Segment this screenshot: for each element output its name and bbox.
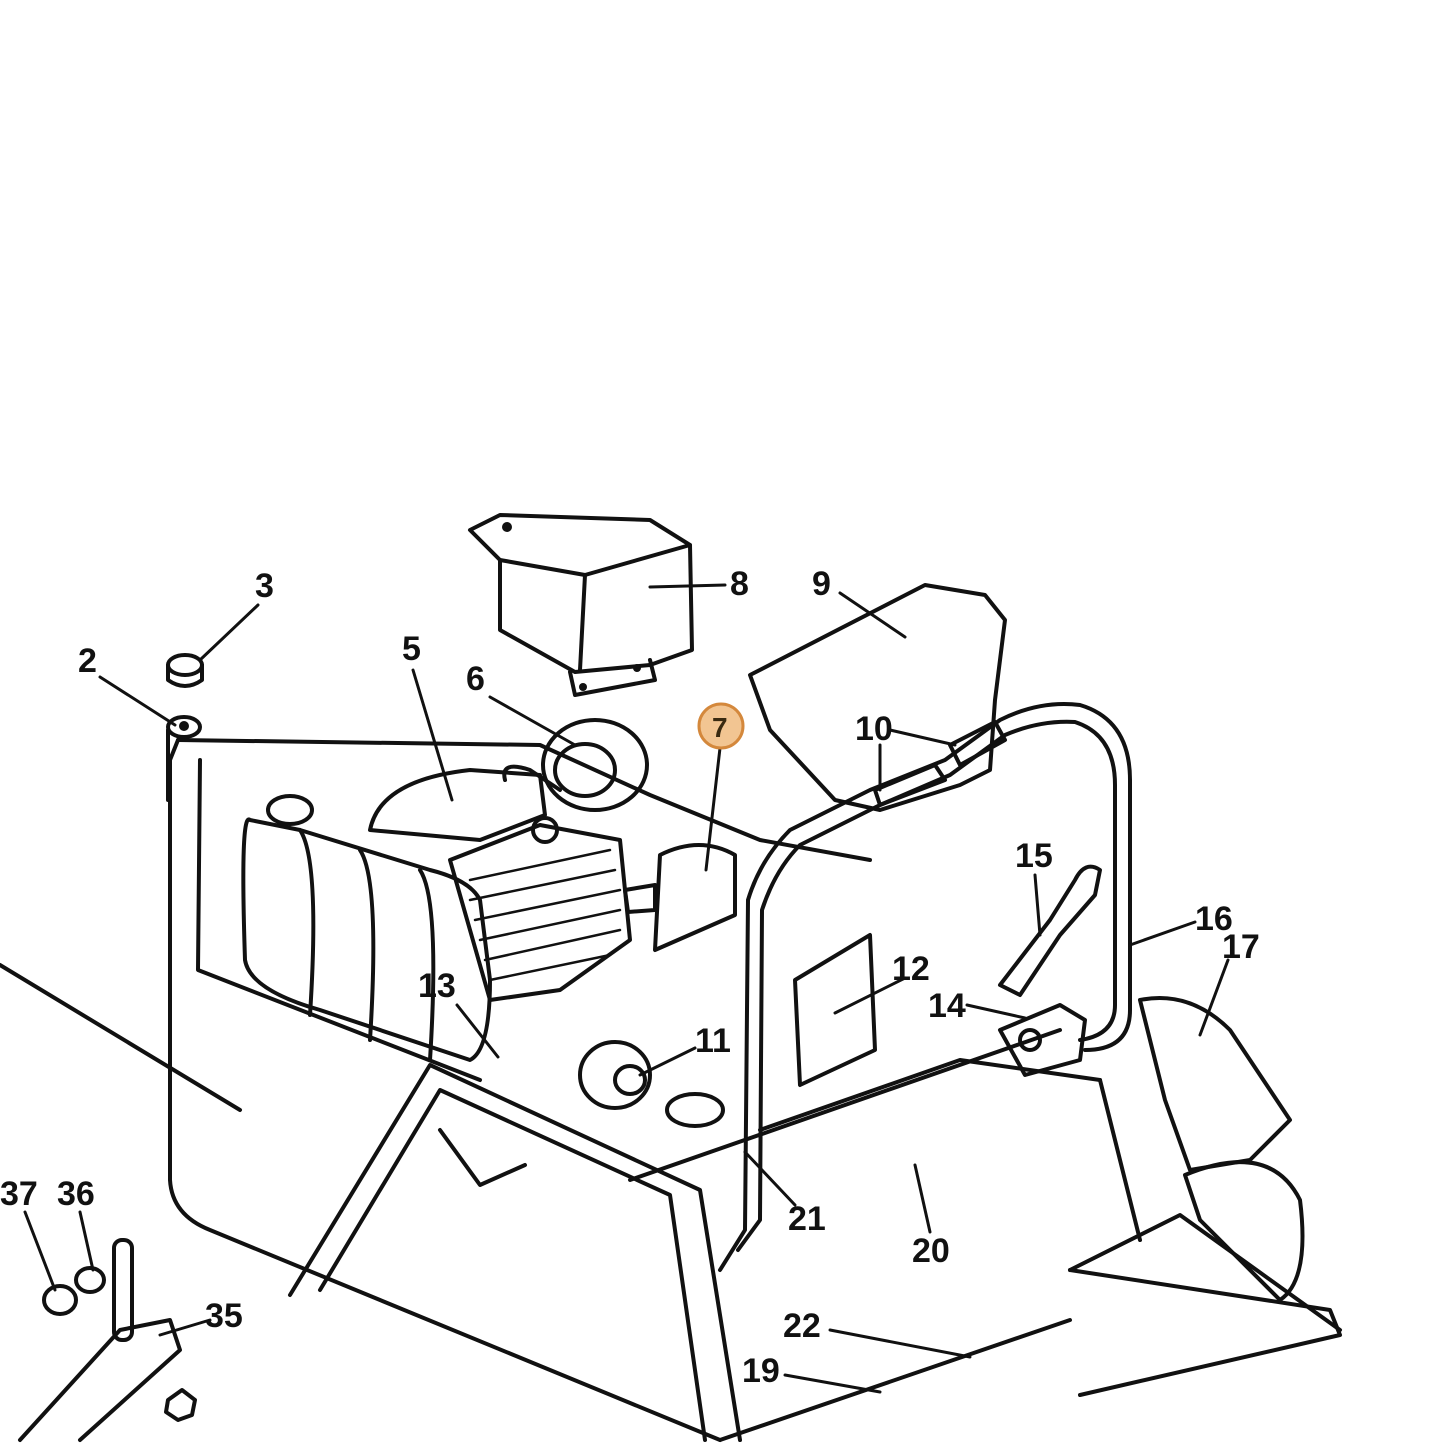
callout-12: 12 [892,950,930,988]
callout-35: 35 [205,1297,243,1335]
cover-plate [468,513,694,697]
callout-6: 6 [466,660,485,698]
callout-37: 37 [0,1175,38,1213]
control-lever [998,864,1102,997]
engine [368,768,632,1002]
highlight-marker [697,702,745,750]
wheel-housing [1138,996,1305,1302]
callout-13: 13 [418,967,456,1005]
callout-22: 22 [783,1307,821,1345]
nut-loose [164,1388,197,1422]
handlebar [718,702,1132,1272]
callout-19: 19 [742,1352,780,1390]
callout-20: 20 [912,1232,950,1270]
fuel-tank [241,794,492,1062]
idler-wheel [578,1040,725,1128]
callout-14: 14 [928,987,966,1025]
callout-5: 5 [402,630,421,668]
callout-15: 15 [1015,837,1053,875]
callout-36: 36 [57,1175,95,1213]
spacer-ring [166,653,204,688]
callout-11: 11 [695,1022,731,1060]
callout-17: 17 [1222,928,1260,966]
callout-9: 9 [812,565,831,603]
callout-3: 3 [255,567,274,605]
bolt-boss [166,715,202,802]
front-loop-frame [288,1063,742,1442]
callout-16: 16 [1195,900,1233,938]
cylinder-filter [623,843,737,952]
leader-lines [23,583,1230,1394]
control-bracket [998,1003,1087,1077]
nut-37 [42,1284,78,1316]
grease-fitting [18,1238,182,1442]
side-panel [748,583,1007,812]
chassis-frame [0,738,1342,1442]
callout-8: 8 [730,565,749,603]
pulley [502,718,649,812]
callout-21: 21 [788,1200,826,1238]
callout-10: 10 [855,710,893,748]
callout-2: 2 [78,642,97,680]
mounting-plate [793,933,877,1087]
washer-36 [74,1266,106,1294]
callout-labels: 2 3 5 6 7 8 9 10 11 12 13 14 15 16 17 19… [0,565,1260,1390]
callout-7: 7 [712,712,728,743]
